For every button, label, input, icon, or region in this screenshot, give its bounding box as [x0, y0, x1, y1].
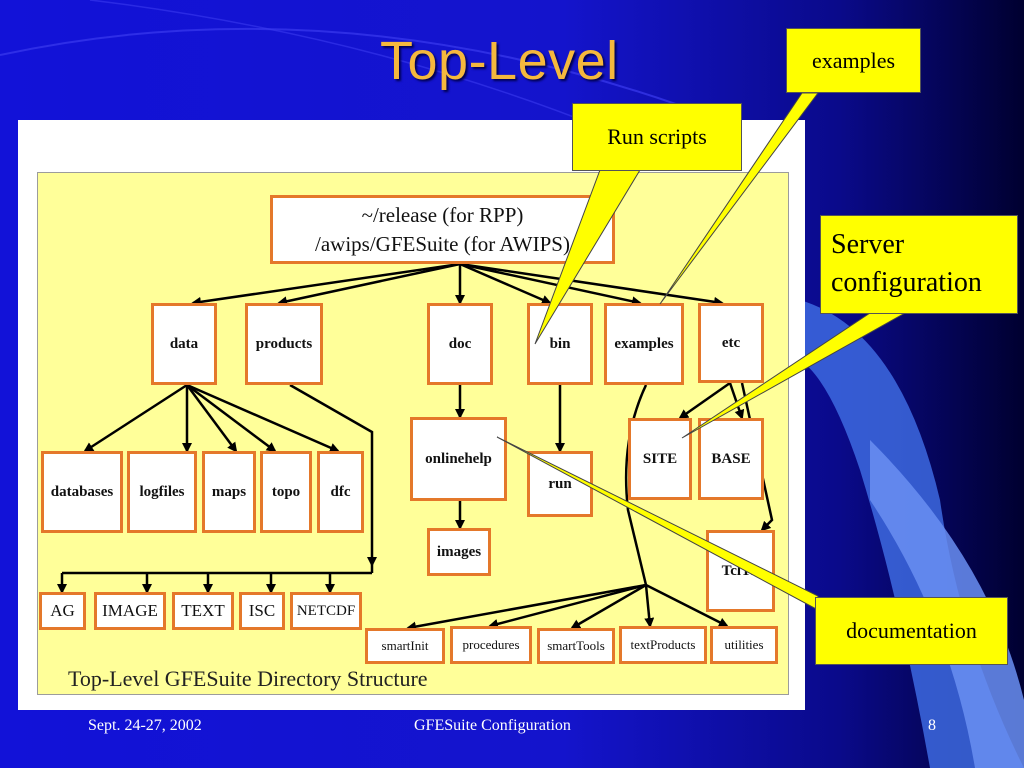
callout-examples: examples [786, 28, 921, 93]
node-bin: bin [527, 303, 593, 385]
node-smarttools: smartTools [537, 628, 615, 664]
root-line-2: /awips/GFESuite (for AWIPS) [315, 231, 570, 256]
node-ag: AG [39, 592, 86, 630]
node-dfc: dfc [317, 451, 364, 533]
slide-title: Top-Level [380, 31, 619, 91]
node-onlinehelp: onlinehelp [410, 417, 507, 501]
node-base: BASE [698, 418, 764, 500]
node-text: TEXT [172, 592, 234, 630]
callout-server-line-2: configuration [831, 267, 982, 298]
footer-page-number: 8 [928, 717, 936, 734]
node-logfiles: logfiles [127, 451, 197, 533]
figure-caption: Top-Level GFESuite Directory Structure [68, 666, 428, 691]
node-utilities: utilities [710, 626, 778, 664]
node-maps: maps [202, 451, 256, 533]
node-isc: ISC [239, 592, 285, 630]
callout-server-line-1: Server [831, 229, 905, 260]
callout-server-configuration: Server configuration [820, 215, 1018, 314]
node-netcdf: NETCDF [290, 592, 362, 630]
node-procedures: procedures [450, 626, 532, 664]
node-data: data [151, 303, 217, 385]
node-doc: doc [427, 303, 493, 385]
node-run: run [527, 451, 593, 517]
root-line-1: ~/release (for RPP) [361, 202, 524, 227]
node-products: products [245, 303, 323, 385]
callout-examples-text: examples [811, 47, 896, 73]
callout-documentation-text: documentation [846, 618, 977, 643]
footer-date: Sept. 24-27, 2002 [88, 717, 202, 734]
node-examples: examples [604, 303, 684, 385]
callout-run-scripts: Run scripts [572, 103, 742, 171]
callout-documentation: documentation [815, 597, 1008, 665]
node-images: images [427, 528, 491, 576]
callout-run-scripts-text: Run scripts [607, 124, 707, 149]
node-site: SITE [628, 418, 692, 500]
node-topo: topo [260, 451, 312, 533]
root-directory-node: ~/release (for RPP) /awips/GFESuite (for… [270, 195, 615, 264]
node-smartinit: smartInit [365, 628, 445, 664]
node-databases: databases [41, 451, 123, 533]
node-textproducts: textProducts [619, 626, 707, 664]
node-etc: etc [698, 303, 764, 383]
node-image: IMAGE [94, 592, 166, 630]
footer-title: GFESuite Configuration [414, 717, 571, 734]
